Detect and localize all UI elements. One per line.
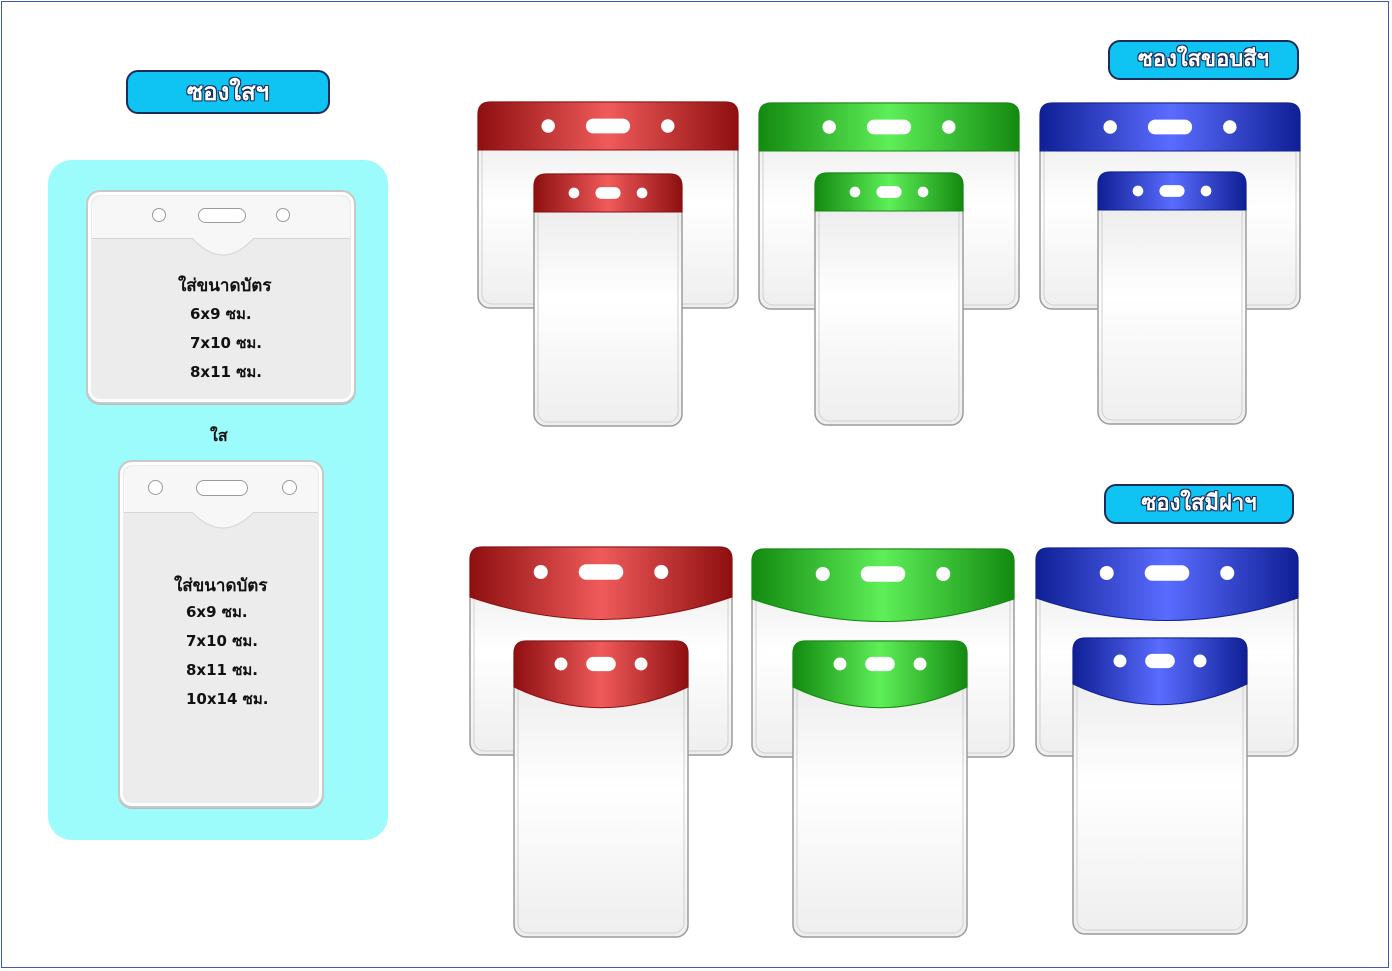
slot-hole-icon — [1159, 185, 1185, 197]
color-border-label-text: ซองใสขอบสีฯ — [1137, 47, 1270, 72]
card-size-title: ใส่ขนาดบัตร — [178, 276, 272, 296]
flap-horizontal-blue-band — [1035, 547, 1299, 621]
punch-hole-icon — [1223, 120, 1237, 134]
color-border-label: ซองใสขอบสีฯ — [1108, 40, 1299, 80]
card-size-item: 8x11 ซม. — [186, 661, 258, 679]
punch-hole-icon — [634, 657, 648, 671]
flap-vertical-red-band — [513, 640, 689, 709]
slot-hole-icon — [866, 119, 912, 135]
punch-hole-icon — [1099, 566, 1114, 580]
thumb-notch-icon — [191, 237, 255, 256]
punch-hole-icon — [1200, 185, 1212, 197]
punch-hole-icon — [942, 120, 956, 134]
clear-holder-label: ซองใสฯ — [126, 70, 330, 114]
slot-hole-icon — [876, 186, 902, 198]
punch-hole-icon — [849, 186, 861, 198]
punch-hole-icon — [917, 186, 929, 198]
card-size-item: 6x9 ซม. — [186, 603, 248, 621]
punch-hole-icon — [913, 657, 927, 671]
slot-hole-icon — [1144, 565, 1190, 581]
connector-text: ใส — [210, 426, 228, 445]
card-size-item: 8x11 ซม. — [190, 363, 262, 381]
slot-hole-icon — [198, 208, 246, 223]
punch-hole-icon — [1220, 566, 1235, 580]
punch-hole-icon — [1103, 120, 1117, 134]
slot-hole-icon — [1145, 653, 1175, 669]
punch-hole-icon — [636, 187, 648, 199]
punch-hole-icon — [654, 565, 669, 579]
card-size-item: 7x10 ซม. — [186, 632, 258, 650]
punch-hole-icon — [833, 657, 847, 671]
slot-hole-icon — [860, 566, 906, 582]
punch-hole-icon — [1193, 654, 1207, 668]
slot-hole-icon — [196, 480, 248, 496]
card-size-item: 6x9 ซม. — [190, 305, 252, 323]
horizontal-clear-holder: ใส่ขนาดบัตร 6x9 ซม. 7x10 ซม. 8x11 ซม. — [86, 190, 356, 404]
punch-hole-icon — [1113, 654, 1127, 668]
flap-horizontal-green-band — [751, 548, 1015, 622]
slot-hole-icon — [585, 118, 631, 134]
vertical-clear-holder: ใส่ขนาดบัตร 6x9 ซม. 7x10 ซม. 8x11 ซม. 10… — [118, 460, 324, 808]
punch-hole-icon — [276, 208, 290, 222]
punch-hole-icon — [822, 120, 836, 134]
slot-hole-icon — [578, 564, 624, 580]
punch-hole-icon — [554, 657, 568, 671]
card-size-item: 7x10 ซม. — [190, 334, 262, 352]
slot-hole-icon — [595, 187, 621, 199]
flap-horizontal-red-band — [469, 546, 733, 620]
punch-hole-icon — [282, 480, 297, 495]
card-size-title: ใส่ขนาดบัตร — [174, 576, 268, 596]
flap-vertical-blue-band — [1072, 637, 1248, 706]
punch-hole-icon — [815, 567, 830, 581]
card-size-item: 10x14 ซม. — [186, 690, 269, 708]
slot-hole-icon — [586, 656, 616, 672]
slot-hole-icon — [1147, 119, 1193, 135]
clear-holder-label-text: ซองใสฯ — [186, 78, 270, 106]
flap-vertical-green-band — [792, 640, 968, 709]
slot-hole-icon — [865, 656, 895, 672]
with-flap-label-text: ซองใสมีฝาฯ — [1141, 491, 1257, 516]
punch-hole-icon — [152, 208, 166, 222]
punch-hole-icon — [1132, 185, 1144, 197]
thumb-notch-icon — [191, 511, 255, 529]
punch-hole-icon — [661, 119, 675, 133]
punch-hole-icon — [568, 187, 580, 199]
punch-hole-icon — [148, 480, 163, 495]
punch-hole-icon — [541, 119, 555, 133]
punch-hole-icon — [533, 565, 548, 579]
punch-hole-icon — [936, 567, 951, 581]
with-flap-label: ซองใสมีฝาฯ — [1104, 484, 1294, 524]
